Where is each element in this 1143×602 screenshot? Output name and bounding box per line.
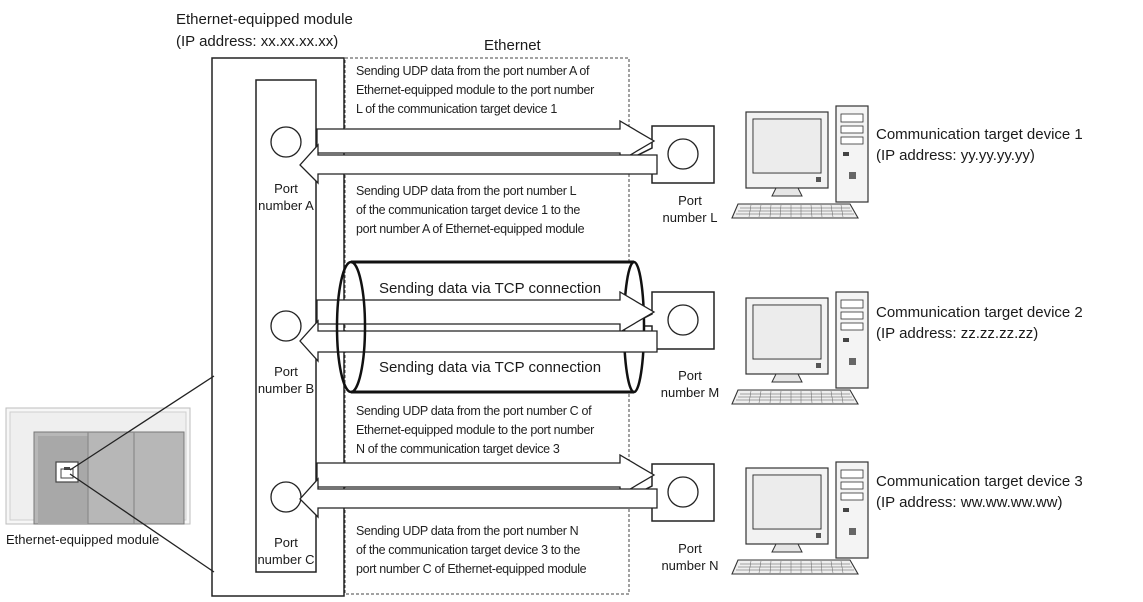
target-3-ip: (IP address: ww.ww.ww.ww) [876, 494, 1063, 511]
computer-1-icon [731, 105, 869, 219]
port-b-circle [270, 310, 302, 342]
module-ip: (IP address: xx.xx.xx.xx) [176, 33, 339, 50]
plc-module-icon [5, 407, 191, 525]
note-udp-l-to-a: Sending UDP data from the port number L … [356, 184, 585, 236]
ethernet-label: Ethernet [484, 37, 541, 54]
target-1-name: Communication target device 1 [876, 126, 1083, 143]
arrow-n-to-c [299, 477, 658, 519]
arrow-m-to-b [299, 319, 658, 363]
tcp-recv-label: Sending data via TCP connection [378, 359, 602, 376]
port-l-circle [667, 138, 699, 170]
arrow-a-to-l [316, 119, 656, 163]
module-heading: Ethernet-equipped module [176, 11, 353, 28]
plc-caption: Ethernet-equipped module [6, 532, 160, 547]
port-m-circle [667, 304, 699, 336]
target-3-name: Communication target device 3 [876, 473, 1083, 490]
port-a-circle [270, 126, 302, 158]
arrow-c-to-n [316, 453, 656, 497]
port-c-circle [270, 481, 302, 513]
arrow-b-to-m [316, 290, 656, 334]
tcp-connection-cylinder [351, 260, 646, 394]
computer-3-icon [731, 461, 869, 575]
target-2-name: Communication target device 2 [876, 304, 1083, 321]
tcp-send-label: Sending data via TCP connection [378, 280, 602, 297]
arrow-l-to-a [299, 143, 658, 185]
computer-2-icon [731, 291, 869, 405]
note-udp-a-to-l: Sending UDP data from the port number A … [356, 64, 594, 116]
target-1-ip: (IP address: yy.yy.yy.yy) [876, 147, 1035, 164]
note-udp-c-to-n: Sending UDP data from the port number C … [356, 404, 594, 456]
target-2-ip: (IP address: zz.zz.zz.zz) [876, 325, 1039, 342]
port-n-circle [667, 476, 699, 508]
tcp-cylinder-front [335, 260, 367, 394]
note-udp-n-to-c: Sending UDP data from the port number N … [356, 524, 587, 576]
